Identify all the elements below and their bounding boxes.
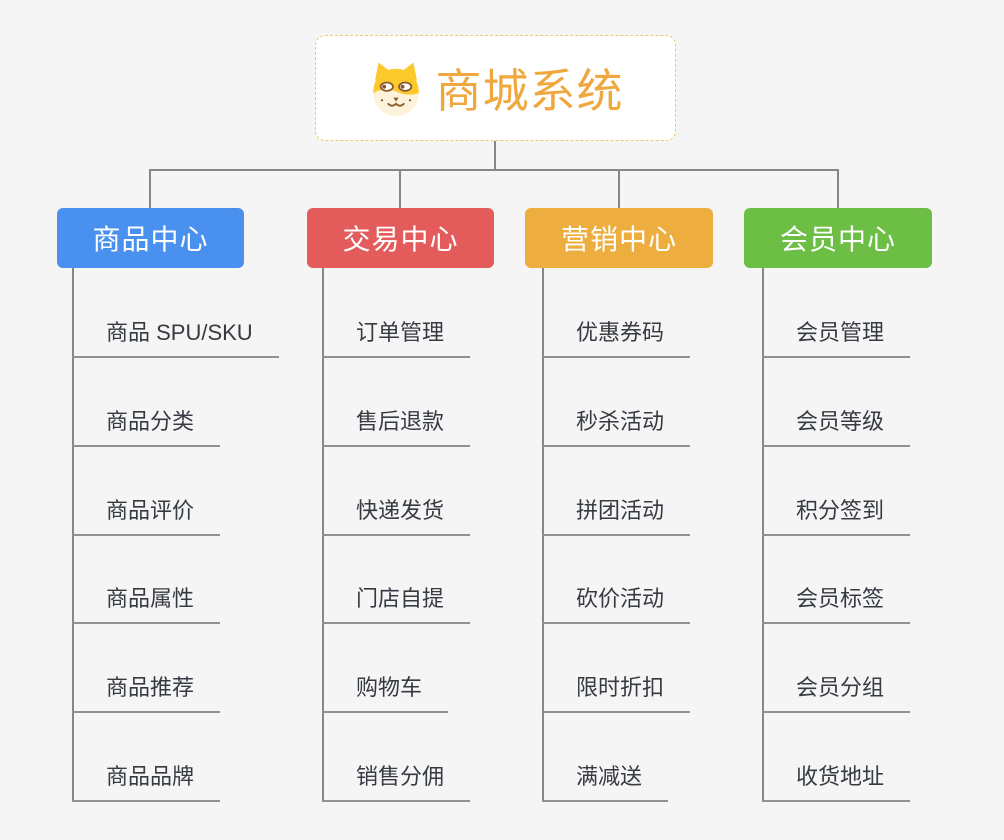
leaf-member-management[interactable]: 会员管理 <box>762 318 911 358</box>
leaf-product-recommend[interactable]: 商品推荐 <box>72 673 221 713</box>
branch-member-center[interactable]: 会员中心 <box>744 208 932 268</box>
leaf-product-spu-sku[interactable]: 商品 SPU/SKU <box>72 318 279 358</box>
leaf-express-delivery[interactable]: 快递发货 <box>322 496 471 536</box>
connector-drop-marketing-center <box>618 169 620 208</box>
leaf-product-review[interactable]: 商品评价 <box>72 496 221 536</box>
root-title: 商城系统 <box>435 65 624 117</box>
leaf-member-tag[interactable]: 会员标签 <box>762 584 911 624</box>
connector-horizontal-bar <box>149 169 839 171</box>
leaf-shopping-cart[interactable]: 购物车 <box>322 673 449 713</box>
leaf-member-group[interactable]: 会员分组 <box>762 673 911 713</box>
dog-face-icon <box>368 60 424 116</box>
branch-product-center[interactable]: 商品中心 <box>57 208 244 268</box>
leaf-group-buy[interactable]: 拼团活动 <box>542 496 691 536</box>
connector-drop-member-center <box>837 169 839 208</box>
leaf-store-pickup[interactable]: 门店自提 <box>322 584 471 624</box>
connector-drop-trade-center <box>399 169 401 208</box>
branch-trade-center[interactable]: 交易中心 <box>307 208 494 268</box>
leaf-order-management[interactable]: 订单管理 <box>322 318 471 358</box>
leaf-bargain-activity[interactable]: 砍价活动 <box>542 584 691 624</box>
leaf-sales-commission[interactable]: 销售分佣 <box>322 762 471 802</box>
branch-marketing-center[interactable]: 营销中心 <box>525 208 713 268</box>
leaf-full-reduction[interactable]: 满减送 <box>542 762 669 802</box>
leaf-points-checkin[interactable]: 积分签到 <box>762 496 911 536</box>
leaf-shipping-address[interactable]: 收货地址 <box>762 762 911 802</box>
connector-root-stem <box>494 141 496 170</box>
leaf-aftersale-refund[interactable]: 售后退款 <box>322 407 471 447</box>
leaf-limited-time-discount[interactable]: 限时折扣 <box>542 673 691 713</box>
leaf-product-brand[interactable]: 商品品牌 <box>72 762 221 802</box>
root-node[interactable]: 商城系统 <box>315 35 676 141</box>
leaf-flash-sale[interactable]: 秒杀活动 <box>542 407 691 447</box>
leaf-coupon-code[interactable]: 优惠券码 <box>542 318 691 358</box>
leaf-product-category[interactable]: 商品分类 <box>72 407 221 447</box>
connector-drop-product-center <box>149 169 151 208</box>
leaf-product-attribute[interactable]: 商品属性 <box>72 584 221 624</box>
leaf-member-level[interactable]: 会员等级 <box>762 407 911 447</box>
